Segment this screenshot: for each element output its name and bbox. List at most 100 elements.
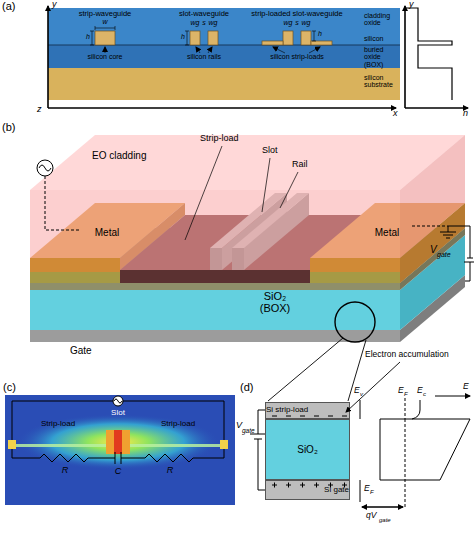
text-label: Strip-load (200, 134, 239, 144)
equivalent-circuit (12, 401, 224, 440)
text-label: z (37, 105, 42, 115)
magnifier-circle (335, 302, 375, 342)
text-label: strip-loaded slot-waveguide (251, 10, 342, 18)
axis-line (404, 6, 406, 108)
waveguide-silicon (95, 31, 332, 45)
waveguide-silicon (311, 41, 332, 45)
silicon-thin-layer (30, 283, 400, 290)
mode-field-image (114, 430, 122, 454)
node-label: Si gate (324, 486, 349, 495)
index-profile (405, 8, 452, 100)
text-label: Rail (292, 160, 308, 170)
text-label: buried oxide (BOX) (364, 46, 398, 68)
text-label: silicon rails (187, 53, 221, 61)
text-label: silicon strip-loads (270, 53, 324, 61)
leader-line (196, 47, 200, 53)
equivalent-circuit (12, 396, 224, 464)
text-label: wg (302, 19, 311, 27)
text-label: Gate (70, 345, 92, 356)
axis-line (47, 6, 49, 108)
ground-symbol (440, 226, 456, 238)
text-label: F (404, 391, 408, 398)
axis-line (405, 107, 468, 109)
text-label: cladding oxide (364, 12, 400, 27)
text-label: silicon (364, 35, 383, 43)
text-label: R (167, 466, 174, 476)
metal-electrode (30, 258, 120, 272)
eo-cladding (30, 135, 465, 270)
gate-battery (448, 226, 474, 281)
mode-field-image (130, 444, 221, 447)
node-label: SiO₂ (297, 444, 318, 455)
band-diagram (360, 398, 470, 507)
text-label: EO cladding (92, 150, 146, 161)
node-label: Si strip-load (266, 406, 308, 415)
text-label: E (463, 382, 469, 391)
dimension-mark (95, 26, 115, 30)
text-label: s (295, 19, 299, 27)
silicon-substrate-layer (48, 68, 400, 100)
gate-layer (30, 275, 465, 342)
mode-field-image (106, 430, 114, 454)
eo-cladding (120, 258, 310, 270)
dimension-mark (90, 26, 316, 45)
metal-electrode (310, 272, 400, 283)
text-label: Slot (262, 146, 278, 156)
leader-line (105, 47, 320, 53)
mode-field-image (5, 395, 235, 505)
text-label: C (115, 467, 122, 477)
ac-source (37, 160, 53, 176)
gate-bias-circuit (250, 410, 266, 490)
equivalent-circuit (114, 399, 122, 403)
energy-axis (435, 396, 470, 397)
ground-symbol (440, 226, 456, 238)
band-diagram (360, 400, 361, 419)
text-label: Electron accumulation (365, 350, 449, 359)
strip-load-slab (120, 270, 310, 283)
buried-oxide-layer (48, 45, 400, 68)
magnifier-circle (268, 302, 375, 401)
ac-source (39, 165, 51, 171)
text-label: gate (379, 517, 391, 524)
text-label: x (393, 109, 398, 119)
node-label: Metal (95, 227, 119, 238)
buried-oxide-block: SiO₂ (BOX) (30, 290, 400, 330)
text-label: V (430, 244, 437, 255)
mode-field-image (122, 430, 130, 454)
text-label: wg (191, 19, 200, 27)
wire (45, 176, 80, 230)
node-label: SiO₂ (BOX) (253, 290, 297, 314)
wire (412, 226, 448, 227)
dimension-mark (90, 31, 94, 45)
text-label: wg (284, 19, 293, 27)
gate-bias-circuit (250, 410, 266, 490)
text-label: h (318, 30, 322, 38)
text-label: h (86, 33, 90, 41)
equivalent-circuit (115, 452, 121, 464)
buried-oxide-layer (48, 45, 400, 68)
text-label: F (370, 489, 374, 496)
qv-arrow (362, 507, 403, 508)
charge-sign (272, 483, 347, 488)
waveguide-silicon (190, 31, 200, 45)
text-label: R (62, 466, 69, 476)
text-label: Strip-load (41, 420, 75, 429)
energy-axis (435, 396, 470, 397)
text-label: qV (366, 511, 376, 520)
dimension-mark (312, 31, 316, 41)
accumulation-arrow (346, 362, 400, 412)
text-label: w (102, 18, 107, 26)
text-label: s (202, 19, 206, 27)
text-label: E (417, 386, 423, 395)
axis-line (48, 6, 468, 108)
waveguide-silicon (301, 31, 311, 45)
text-label: v (360, 391, 363, 398)
silicon-substrate-layer (48, 68, 400, 100)
text-label: Strip-load (161, 420, 195, 429)
waveguide-silicon (262, 41, 283, 45)
accumulation-arrow (346, 362, 400, 412)
band-diagram (360, 480, 361, 502)
text-label: y (409, 0, 414, 10)
leader-line (105, 47, 106, 53)
